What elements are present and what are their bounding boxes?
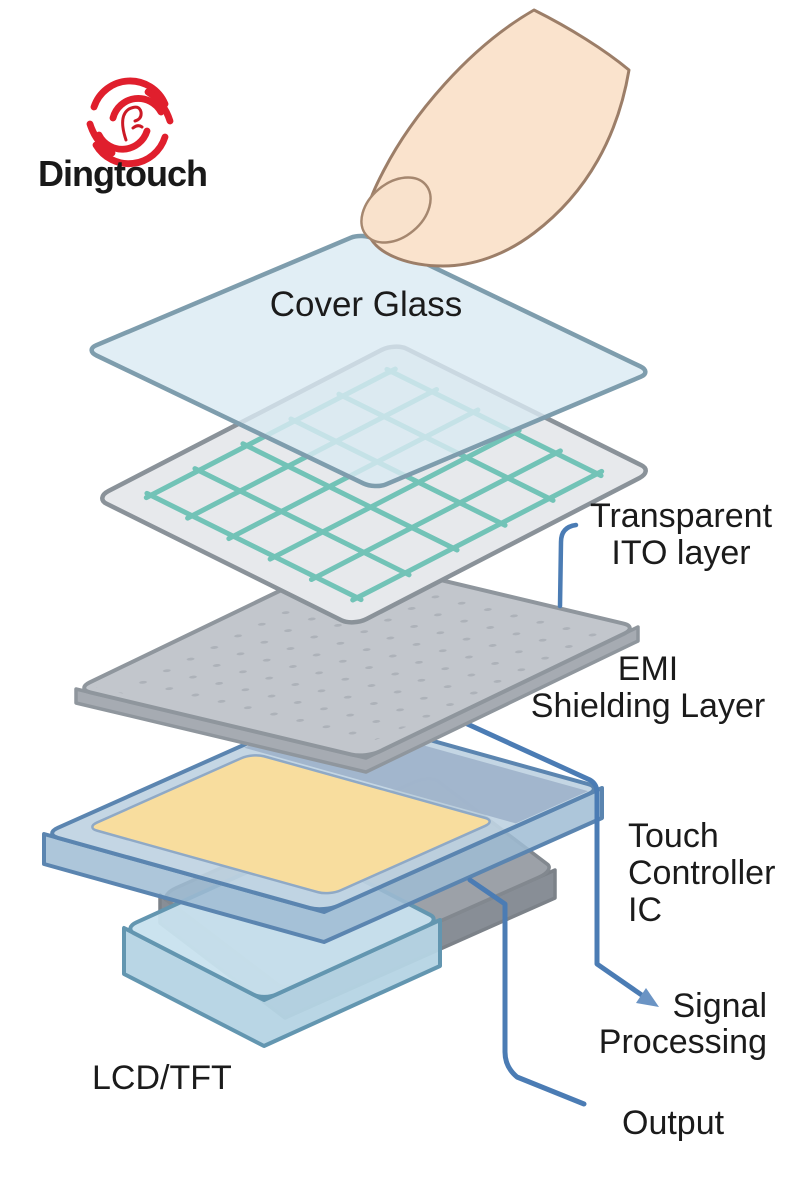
emi-shielding-label: EMI Shielding Layer [531, 651, 765, 725]
transparent-ito-label-line1: Transparent [589, 497, 773, 535]
touch-ic-label-line1: Touch [628, 817, 719, 855]
finger-touch-icon [360, 8, 631, 268]
signal-processing-label: Signal Processing [599, 988, 767, 1060]
emi-dot-texture [96, 572, 620, 744]
transparent-ito-label-line2: ITO layer [611, 534, 751, 572]
signal-label-line1: Signal [672, 987, 767, 1025]
cover-glass-plate [85, 233, 652, 489]
cover-glass-label: Cover Glass [269, 285, 463, 324]
emi-shielding-layer [76, 558, 638, 772]
touch-controller-ic-layer [44, 710, 602, 942]
lcd-tft-label: LCD/TFT [92, 1059, 232, 1097]
lcd-side-face [122, 918, 442, 1048]
touch-ic-label-line2: Controller [628, 854, 776, 892]
transparent-ito-label: Transparent ITO layer [590, 498, 772, 572]
finger-body [364, 8, 631, 268]
touch-ic-label-line3: IC [628, 891, 662, 929]
signal-label-line2: Processing [598, 1023, 767, 1061]
touch-controller-ic-label: Touch Controller IC [628, 818, 775, 929]
signal-arrowhead-icon [636, 988, 659, 1007]
fingerprint-swirl-icon [86, 77, 174, 168]
ito-pointer-wire [557, 522, 579, 609]
output-wire [467, 877, 587, 1107]
emi-side-face [74, 625, 640, 774]
output-label: Output [622, 1104, 725, 1142]
signal-processing-wire [449, 714, 649, 1001]
fingernail [360, 176, 432, 244]
emi-label-line1: EMI [617, 650, 679, 688]
brand-wordmark: Dingtouch [38, 153, 208, 194]
emi-label-line2: Shielding Layer [530, 687, 766, 725]
ic-chip [86, 753, 496, 895]
cover-glass-layer [85, 233, 652, 489]
ic-side-face [42, 786, 604, 944]
